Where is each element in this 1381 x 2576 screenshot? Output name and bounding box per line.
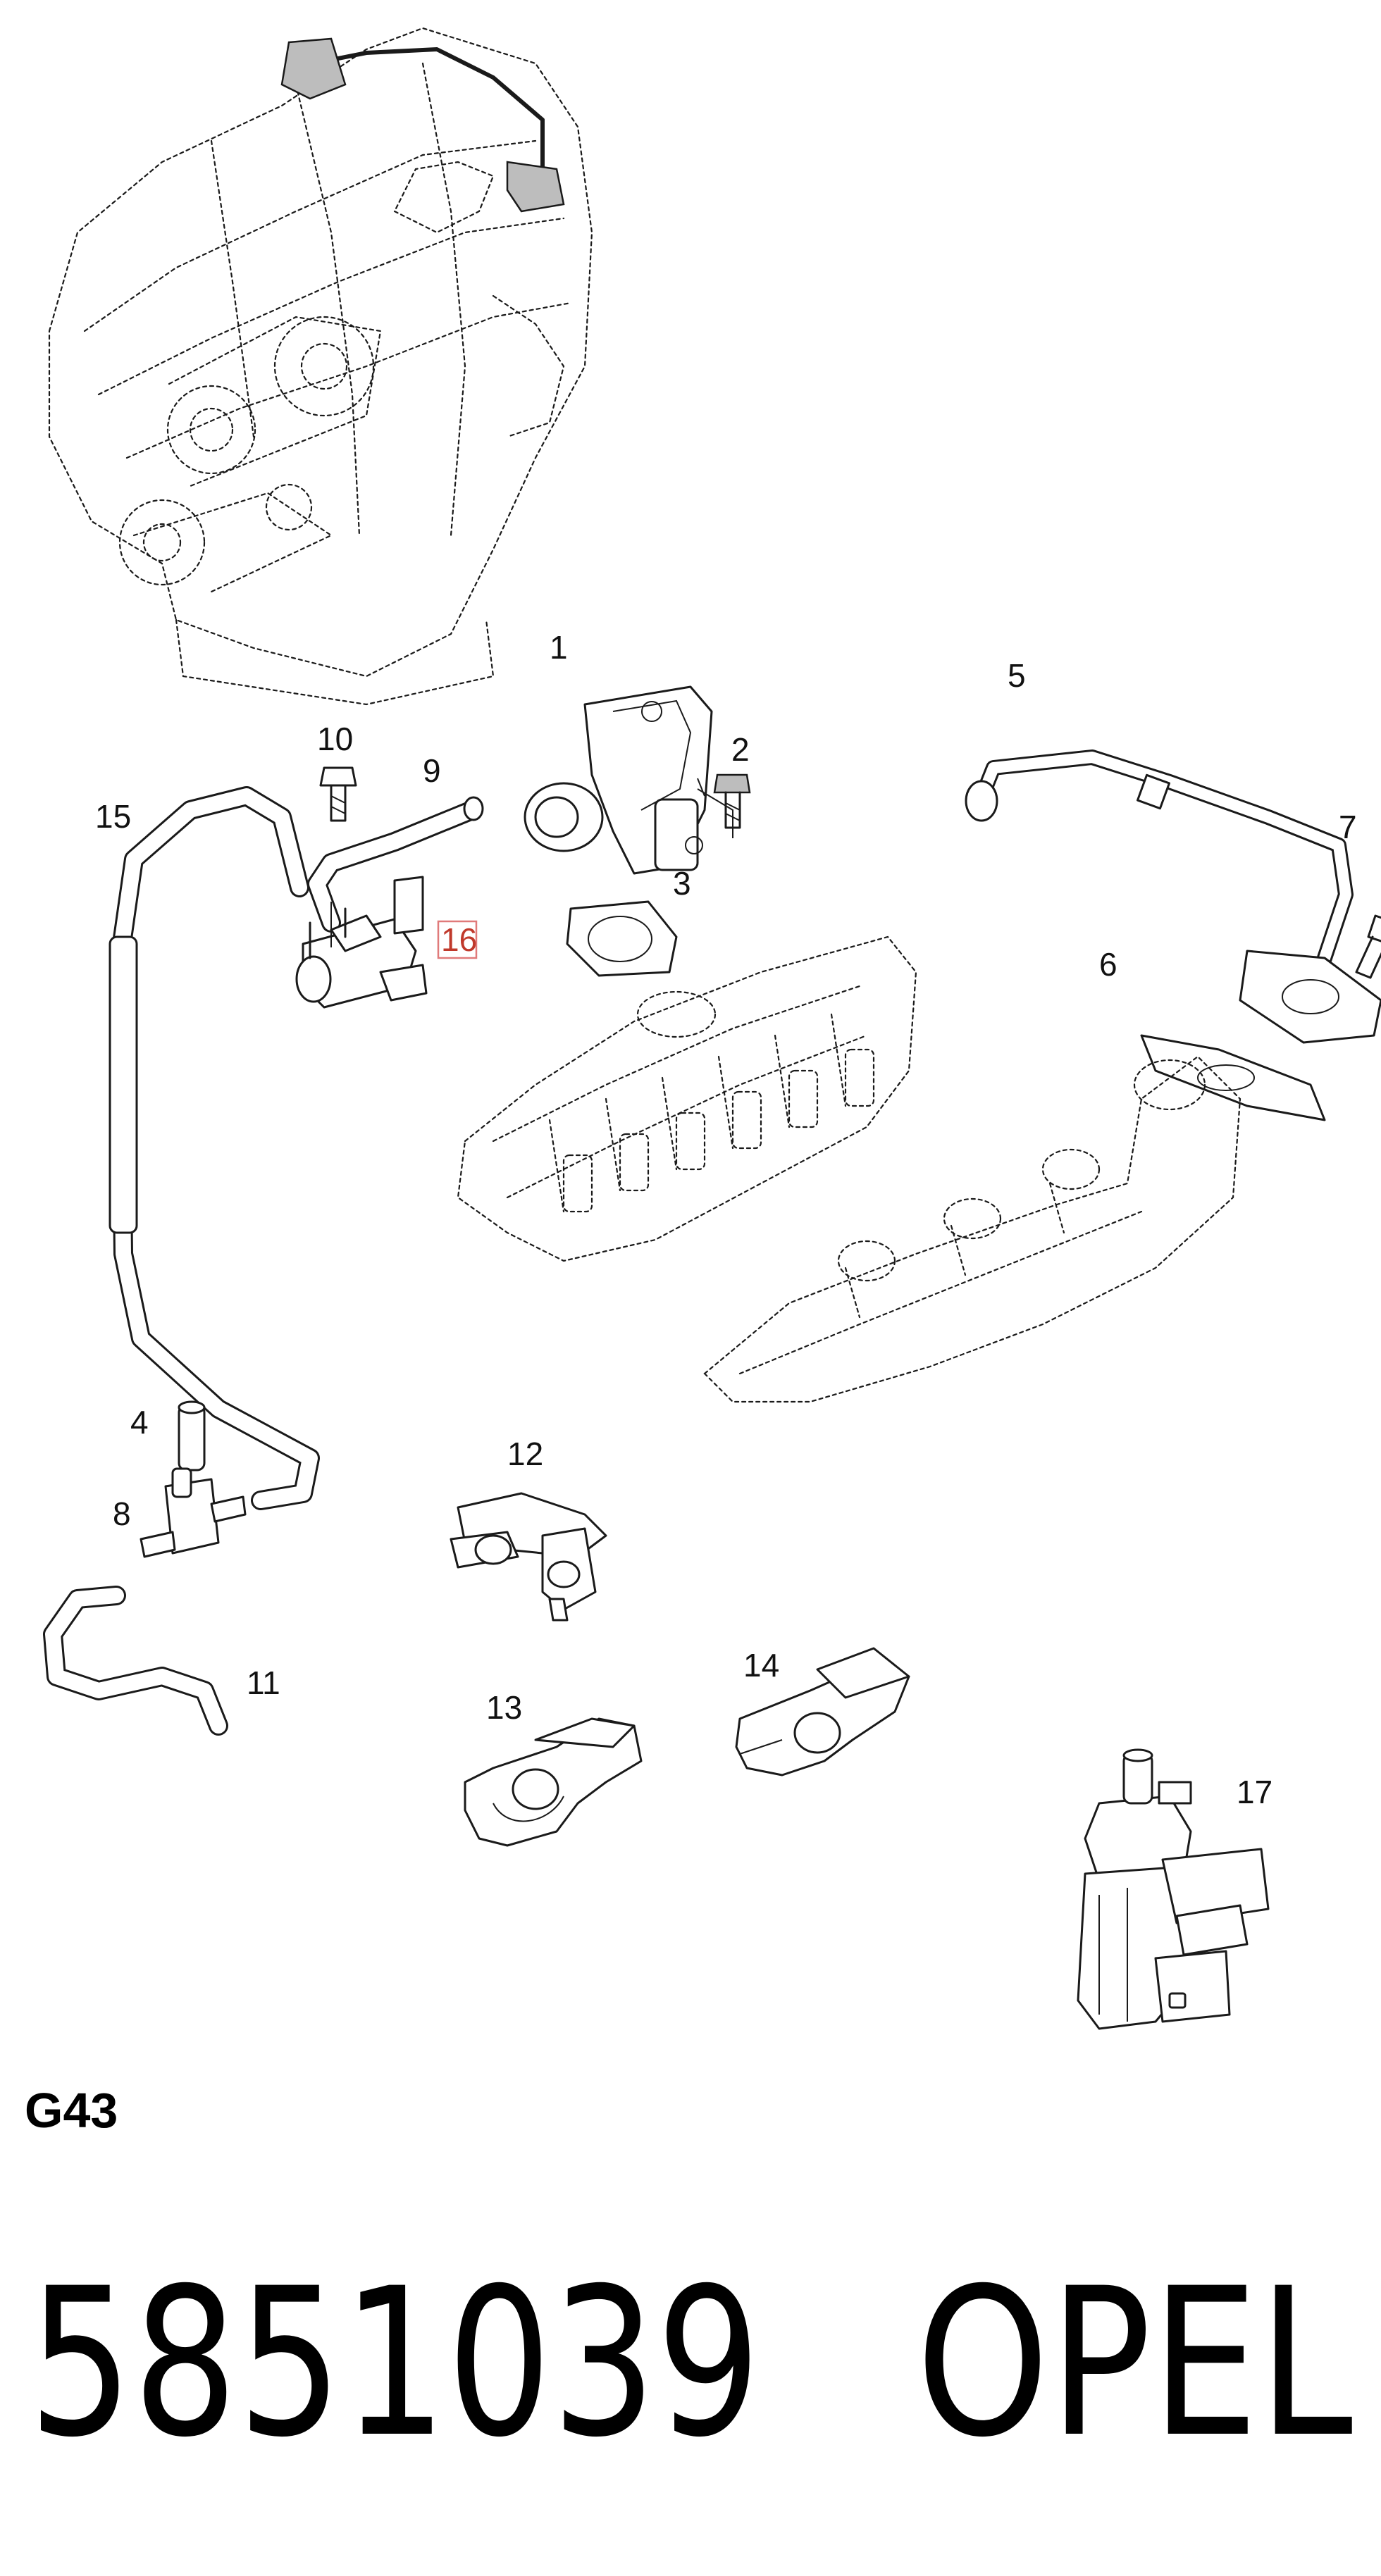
part-1-egr-valve: [524, 685, 733, 875]
part-17-solenoid-valve: [1077, 1748, 1270, 2030]
callout-6: 6: [1099, 946, 1117, 983]
callout-15: 15: [95, 798, 131, 835]
diagram-code: G43: [25, 2083, 118, 2138]
callout-5: 5: [1008, 657, 1026, 694]
part-10-bolt: [319, 766, 357, 822]
leader-lines: [330, 778, 705, 947]
part-3-gasket: [566, 900, 678, 977]
callout-12: 12: [507, 1436, 543, 1472]
callout-9: 9: [423, 752, 441, 789]
part-8-tee-fitting: [140, 1467, 247, 1558]
part-2-bolt: [713, 773, 751, 829]
part-4-connector: [178, 1400, 206, 1471]
engine-assembly-drawing: [48, 27, 593, 706]
part-6-gasket: [1140, 1034, 1326, 1121]
part-12-clip: [450, 1492, 607, 1622]
callout-16-highlight-box: [437, 920, 478, 959]
part-13-clip: [464, 1717, 643, 1847]
part-9-hose: [307, 796, 484, 933]
callout-13: 13: [486, 1689, 522, 1726]
callout-16: 16: [441, 921, 477, 958]
part-15-hose: [109, 786, 320, 1510]
callout-1: 1: [550, 629, 568, 666]
callout-4: 4: [130, 1404, 149, 1441]
part-number: 5851039: [28, 2245, 761, 2482]
callout-3: 3: [673, 865, 691, 902]
exhaust-manifold-drawing: [703, 1055, 1241, 1403]
part-11-hose: [43, 1586, 228, 1736]
brand-name: OPEL: [916, 2245, 1354, 2482]
part-7-bolt: [1355, 914, 1381, 979]
callout-17: 17: [1237, 1774, 1272, 1810]
callout-10: 10: [317, 721, 353, 757]
callout-7: 7: [1339, 809, 1357, 845]
intake-manifold-drawing: [457, 935, 917, 1262]
callout-14: 14: [743, 1647, 779, 1684]
callout-8: 8: [113, 1495, 131, 1532]
part-14-clip: [735, 1647, 910, 1777]
callout-11: 11: [247, 1665, 280, 1701]
part-5-pipe: [965, 749, 1381, 1044]
callout-2: 2: [731, 731, 750, 768]
